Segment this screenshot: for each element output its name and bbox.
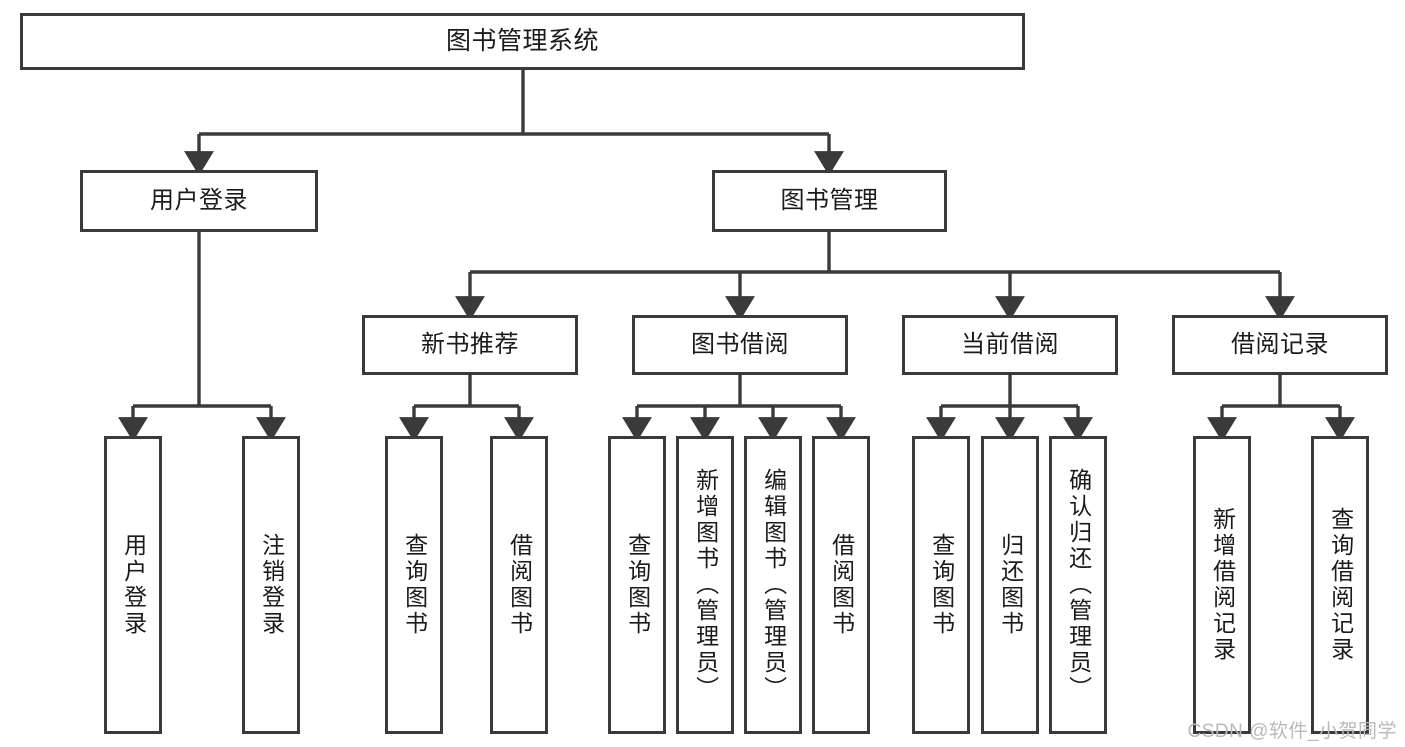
leaf-confirm-return-admin[interactable]: 确认归还（管理员） bbox=[1049, 436, 1107, 734]
leaf-query-books-borrowing[interactable]: 查询图书 bbox=[608, 436, 666, 734]
leaf-return-books[interactable]: 归还图书 bbox=[981, 436, 1039, 734]
node-label: 借阅图书 bbox=[828, 533, 855, 637]
node-current-borrowing[interactable]: 当前借阅 bbox=[902, 315, 1118, 375]
node-new-book-recommendation[interactable]: 新书推荐 bbox=[362, 315, 578, 375]
leaf-edit-book-admin[interactable]: 编辑图书（管理员） bbox=[744, 436, 802, 734]
node-label: 查询图书 bbox=[928, 533, 955, 637]
node-label: 新增图书（管理员） bbox=[692, 468, 719, 702]
node-label: 当前借阅 bbox=[961, 330, 1059, 358]
node-label: 图书管理 bbox=[780, 186, 879, 214]
node-label: 查询借阅记录 bbox=[1327, 507, 1354, 663]
node-book-management[interactable]: 图书管理 bbox=[712, 170, 947, 232]
leaf-query-borrowing-record[interactable]: 查询借阅记录 bbox=[1311, 436, 1369, 734]
leaf-logout[interactable]: 注销登录 bbox=[242, 436, 300, 734]
node-label: 新增借阅记录 bbox=[1209, 507, 1236, 663]
leaf-query-books-recommendation[interactable]: 查询图书 bbox=[385, 436, 443, 734]
leaf-user-login[interactable]: 用户登录 bbox=[104, 436, 162, 734]
watermark-text: CSDN @软件_小贺同学 bbox=[1187, 721, 1397, 742]
node-borrowing-records[interactable]: 借阅记录 bbox=[1172, 315, 1388, 375]
leaf-query-books-current[interactable]: 查询图书 bbox=[912, 436, 970, 734]
leaf-borrow-books-borrowing[interactable]: 借阅图书 bbox=[812, 436, 870, 734]
node-label: 注销登录 bbox=[258, 533, 285, 637]
leaf-add-borrowing-record[interactable]: 新增借阅记录 bbox=[1193, 436, 1251, 734]
node-label: 借阅图书 bbox=[506, 533, 533, 637]
node-label: 编辑图书（管理员） bbox=[760, 468, 787, 702]
node-label: 查询图书 bbox=[401, 533, 428, 637]
node-label: 图书管理系统 bbox=[445, 26, 599, 55]
node-label: 用户登录 bbox=[120, 533, 147, 637]
node-label: 新书推荐 bbox=[421, 330, 519, 358]
leaf-borrow-books-recommendation[interactable]: 借阅图书 bbox=[490, 436, 548, 734]
node-label: 用户登录 bbox=[150, 186, 248, 214]
node-label: 归还图书 bbox=[997, 533, 1024, 637]
node-label: 借阅记录 bbox=[1231, 330, 1329, 358]
node-root-book-management-system[interactable]: 图书管理系统 bbox=[20, 13, 1025, 70]
node-label: 图书借阅 bbox=[691, 330, 789, 358]
leaf-add-book-admin[interactable]: 新增图书（管理员） bbox=[676, 436, 734, 734]
node-label: 查询图书 bbox=[624, 533, 651, 637]
node-user-login[interactable]: 用户登录 bbox=[80, 170, 318, 232]
node-book-borrowing[interactable]: 图书借阅 bbox=[632, 315, 848, 375]
node-label: 确认归还（管理员） bbox=[1065, 468, 1092, 702]
